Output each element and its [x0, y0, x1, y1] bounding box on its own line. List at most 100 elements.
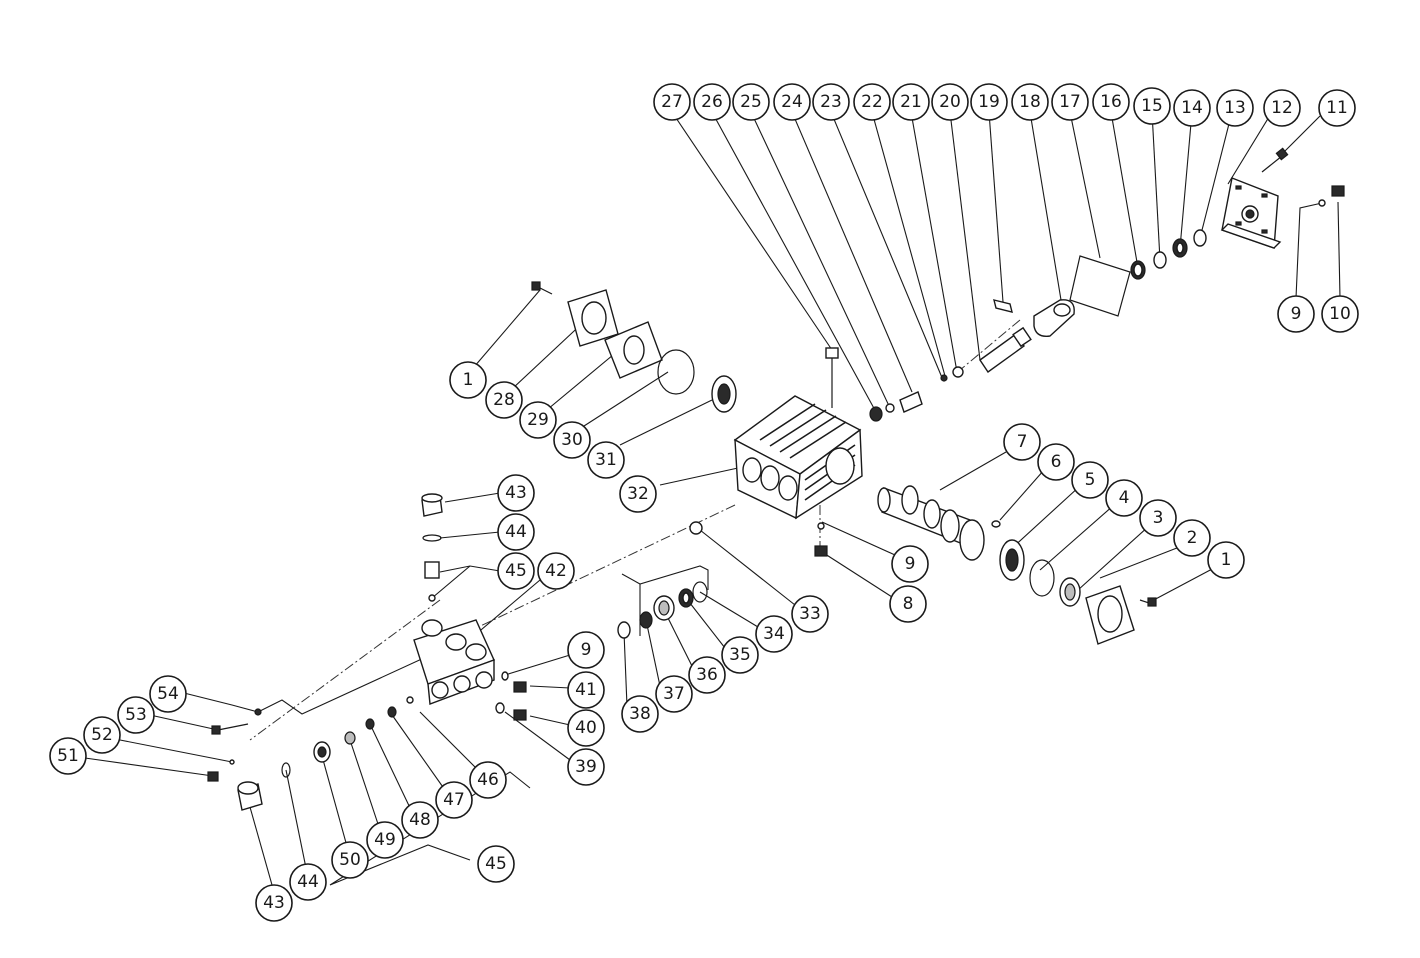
svg-text:12: 12	[1271, 98, 1293, 118]
callout-52: 52	[83, 716, 121, 754]
svg-text:6: 6	[1051, 452, 1062, 472]
callout-26: 26	[693, 83, 731, 121]
svg-text:51: 51	[57, 746, 79, 766]
svg-text:40: 40	[575, 718, 597, 738]
callout-7: 7	[1003, 423, 1041, 461]
svg-text:46: 46	[477, 770, 499, 790]
callout-1-left: 1	[449, 361, 487, 399]
crankcase-part	[733, 395, 863, 520]
callout-8: 8	[889, 585, 927, 623]
svg-text:45: 45	[505, 561, 527, 581]
svg-text:43: 43	[505, 483, 527, 503]
callout-36: 36	[688, 656, 726, 694]
callout-9-crankcase: 9	[891, 545, 929, 583]
callout-2: 2	[1173, 519, 1211, 557]
callout-42: 42	[537, 552, 575, 590]
callout-10: 10	[1321, 295, 1359, 333]
svg-text:48: 48	[409, 810, 431, 830]
callout-31: 31	[587, 441, 625, 479]
callout-9-rear: 9	[1277, 295, 1315, 333]
callout-38: 38	[621, 695, 659, 733]
svg-text:22: 22	[861, 92, 883, 112]
callout-28: 28	[485, 381, 523, 419]
svg-text:52: 52	[91, 725, 113, 745]
callout-48: 48	[401, 801, 439, 839]
callout-37: 37	[655, 675, 693, 713]
callout-39: 39	[567, 748, 605, 786]
svg-text:11: 11	[1326, 98, 1348, 118]
callout-27: 27	[653, 83, 691, 121]
callout-15: 15	[1133, 87, 1171, 125]
svg-text:39: 39	[575, 757, 597, 777]
svg-text:17: 17	[1059, 92, 1081, 112]
crankshaft-part	[877, 485, 1001, 561]
callout-29: 29	[519, 401, 557, 439]
callout-bubbles: 27 26 25 24 23 22 21 20 19 18 17 16 15 1…	[49, 83, 1359, 922]
svg-text:28: 28	[493, 390, 515, 410]
svg-text:54: 54	[157, 684, 179, 704]
callout-5: 5	[1071, 461, 1109, 499]
svg-text:24: 24	[781, 92, 803, 112]
callout-17: 17	[1051, 83, 1089, 121]
svg-text:37: 37	[663, 684, 685, 704]
callout-19: 19	[970, 83, 1008, 121]
svg-text:18: 18	[1019, 92, 1041, 112]
svg-text:19: 19	[978, 92, 1000, 112]
rear-cover-part	[1220, 177, 1282, 249]
svg-text:42: 42	[545, 561, 567, 581]
svg-text:33: 33	[799, 604, 821, 624]
dipstick-part	[825, 347, 839, 408]
svg-text:44: 44	[297, 872, 319, 892]
pump-parts	[207, 147, 1345, 811]
callout-24: 24	[773, 83, 811, 121]
callout-1-right: 1	[1207, 541, 1245, 579]
svg-text:9: 9	[905, 554, 916, 574]
callout-50: 50	[331, 841, 369, 879]
callout-47: 47	[435, 781, 473, 819]
callout-54: 54	[149, 675, 187, 713]
svg-text:53: 53	[125, 705, 147, 725]
svg-text:1: 1	[463, 370, 474, 390]
connecting-rod-part	[1033, 299, 1075, 337]
svg-text:30: 30	[561, 430, 583, 450]
svg-text:1: 1	[1221, 550, 1232, 570]
svg-text:9: 9	[581, 640, 592, 660]
callout-49: 49	[366, 821, 404, 859]
svg-text:43: 43	[263, 893, 285, 913]
callout-20: 20	[931, 83, 969, 121]
callout-41: 41	[567, 671, 605, 709]
callout-43-bottom: 43	[255, 884, 293, 922]
callout-51: 51	[49, 737, 87, 775]
callout-21: 21	[892, 83, 930, 121]
callout-34: 34	[755, 615, 793, 653]
callout-12: 12	[1263, 89, 1301, 127]
callout-9-manifold: 9	[567, 631, 605, 669]
callout-30: 30	[553, 421, 591, 459]
callout-53: 53	[117, 696, 155, 734]
callout-4: 4	[1105, 479, 1143, 517]
svg-text:29: 29	[527, 410, 549, 430]
callout-44-top: 44	[497, 513, 535, 551]
svg-text:35: 35	[729, 645, 751, 665]
svg-text:32: 32	[627, 484, 649, 504]
svg-text:16: 16	[1100, 92, 1122, 112]
callout-23: 23	[812, 83, 850, 121]
callout-33: 33	[791, 595, 829, 633]
leader-lines	[84, 111, 1341, 893]
callout-32: 32	[619, 475, 657, 513]
callout-25: 25	[732, 83, 770, 121]
callout-14: 14	[1173, 89, 1211, 127]
svg-text:36: 36	[696, 665, 718, 685]
svg-text:9: 9	[1291, 304, 1302, 324]
svg-text:3: 3	[1153, 508, 1164, 528]
callout-18: 18	[1011, 83, 1049, 121]
callout-3: 3	[1139, 499, 1177, 537]
callout-22: 22	[853, 83, 891, 121]
svg-text:2: 2	[1187, 528, 1198, 548]
svg-text:4: 4	[1119, 488, 1130, 508]
svg-text:5: 5	[1085, 470, 1096, 490]
callout-46: 46	[469, 761, 507, 799]
callout-6: 6	[1037, 443, 1075, 481]
svg-text:50: 50	[339, 850, 361, 870]
